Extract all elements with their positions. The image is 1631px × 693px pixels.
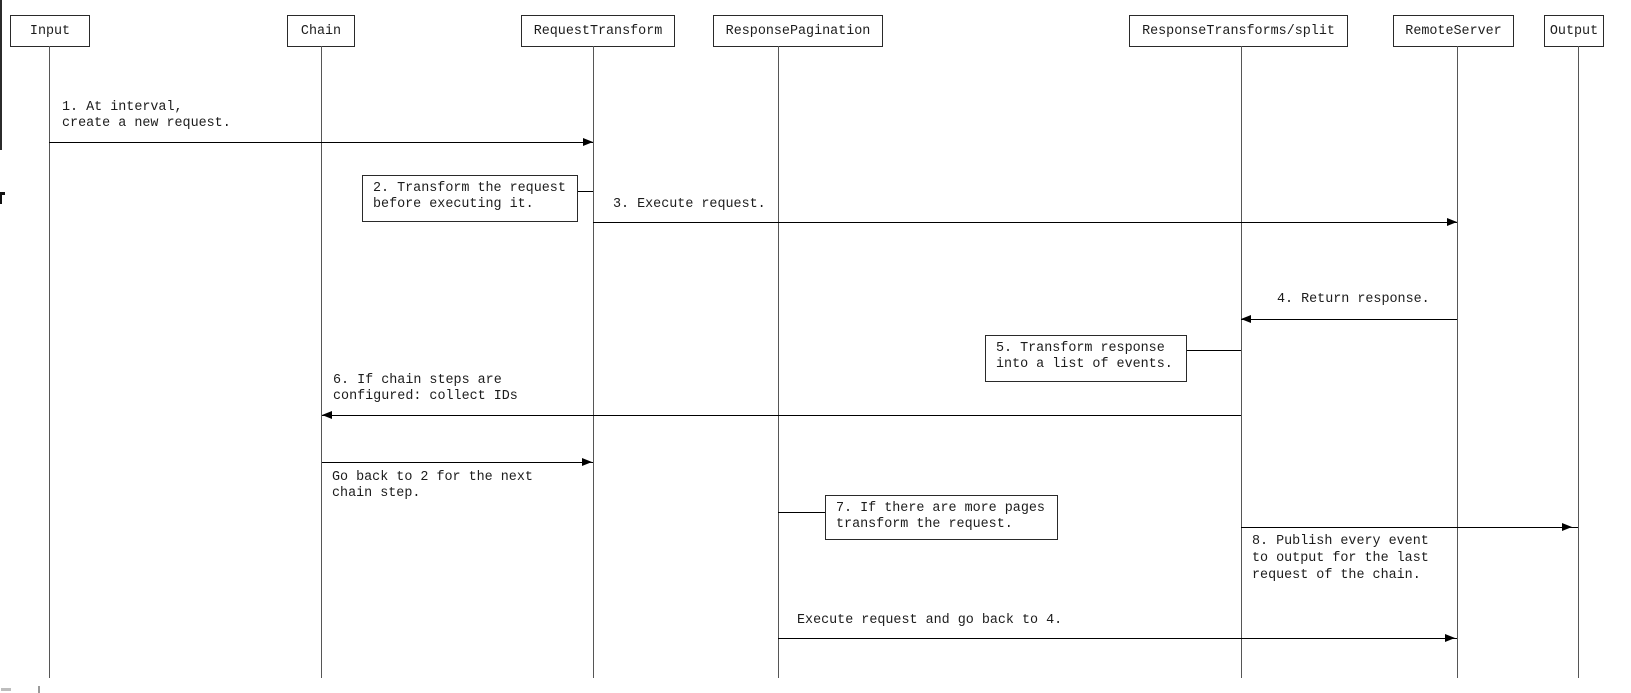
- lifeline-remote-server: [1457, 46, 1458, 678]
- actor-label: RemoteServer: [1405, 23, 1502, 39]
- message-3-label: 3. Execute request.: [613, 197, 766, 212]
- message-8-label: 8. Publish every event to output for the…: [1252, 534, 1429, 583]
- message-8-arrow: [1241, 527, 1578, 528]
- actor-label: RequestTransform: [533, 23, 663, 39]
- lifeline-response-transforms-split: [1241, 46, 1242, 678]
- actor-box-input: Input: [10, 15, 90, 47]
- actor-label: Output: [1549, 23, 1599, 39]
- actor-box-response-transforms-split: ResponseTransforms/split: [1129, 15, 1348, 47]
- note-2-connector: [578, 191, 593, 192]
- lifeline-chain: [321, 46, 322, 678]
- message-4-arrow: [1241, 319, 1457, 320]
- window-edge-line: [0, 0, 2, 150]
- lifeline-input: [49, 46, 50, 678]
- actor-box-output: Output: [1544, 15, 1604, 47]
- message-go-back-label: Go back to 2 for the next chain step.: [332, 470, 533, 501]
- window-edge-mark: [0, 192, 5, 195]
- message-6-arrow: [322, 415, 1241, 416]
- message-execute-label: Execute request and go back to 4.: [797, 613, 1063, 628]
- arrowhead-right-icon: [583, 138, 593, 146]
- message-6-label: 6. If chain steps are configured: collec…: [333, 373, 518, 404]
- message-1-arrow: [49, 142, 593, 143]
- message-3-arrow: [593, 222, 1457, 223]
- note-5-connector: [1187, 350, 1241, 351]
- note-2: 2. Transform the request before executin…: [362, 175, 578, 222]
- actor-box-response-pagination: ResponsePagination: [713, 15, 883, 47]
- note-7-connector: [778, 512, 825, 513]
- actor-label: Chain: [300, 23, 342, 39]
- message-go-back-arrow: [322, 462, 593, 463]
- lifeline-request-transform: [593, 46, 594, 678]
- arrowhead-left-icon: [322, 411, 332, 419]
- arrowhead-right-icon: [1447, 218, 1457, 226]
- actor-label: ResponsePagination: [725, 23, 871, 39]
- arrowhead-right-icon: [582, 458, 592, 466]
- window-edge-mark: [0, 192, 2, 204]
- arrowhead-right-icon: [1562, 523, 1572, 531]
- bottom-left-artifact: [1, 688, 11, 691]
- actor-label: Input: [29, 23, 71, 39]
- note-7: 7. If there are more pages transform the…: [825, 495, 1058, 540]
- lifeline-output: [1578, 46, 1579, 678]
- message-4-label: 4. Return response.: [1277, 292, 1430, 307]
- arrowhead-right-icon: [1445, 634, 1455, 642]
- actor-box-request-transform: RequestTransform: [521, 15, 675, 47]
- lifeline-response-pagination: [778, 46, 779, 678]
- actor-label: ResponseTransforms/split: [1142, 23, 1335, 39]
- arrowhead-left-icon: [1241, 315, 1251, 323]
- message-execute-arrow: [778, 638, 1457, 639]
- note-5: 5. Transform response into a list of eve…: [985, 335, 1187, 382]
- actor-box-chain: Chain: [287, 15, 355, 47]
- message-1-label: 1. At interval, create a new request.: [62, 100, 231, 131]
- bottom-left-artifact: [38, 686, 40, 693]
- actor-box-remote-server: RemoteServer: [1393, 15, 1514, 47]
